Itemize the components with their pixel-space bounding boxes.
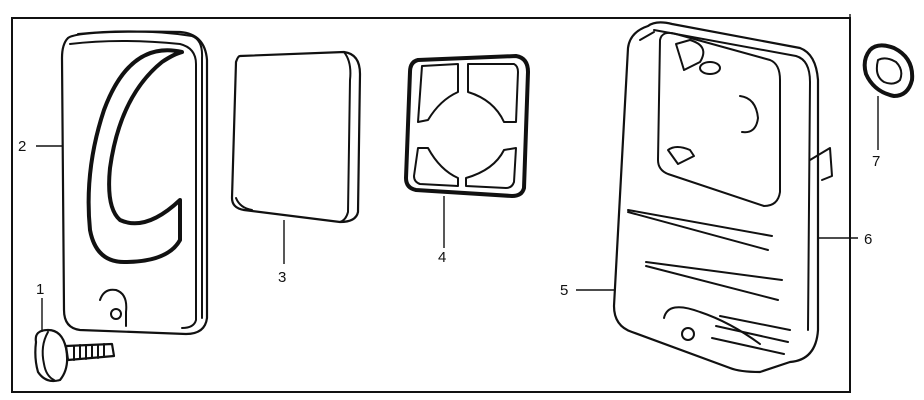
- callouts: 1 2 3 4 5 6 7: [18, 138, 880, 299]
- callout-3: 3: [278, 269, 286, 286]
- part-3-foam-element: [230, 50, 362, 224]
- callout-4: 4: [438, 249, 446, 266]
- diagram-frame: [11, 14, 851, 393]
- callout-6: 6: [864, 231, 872, 248]
- leader-lines: [36, 96, 879, 332]
- part-7-grommet: [862, 43, 915, 98]
- callout-5: 5: [560, 282, 568, 299]
- part-5-case: [612, 21, 833, 374]
- part-4-support-grid: [404, 54, 530, 198]
- callout-2: 2: [18, 138, 26, 155]
- part-1-knob-bolt: [34, 328, 116, 383]
- part-2-cover: [60, 30, 209, 336]
- callout-1: 1: [36, 281, 44, 298]
- callout-7: 7: [872, 153, 880, 170]
